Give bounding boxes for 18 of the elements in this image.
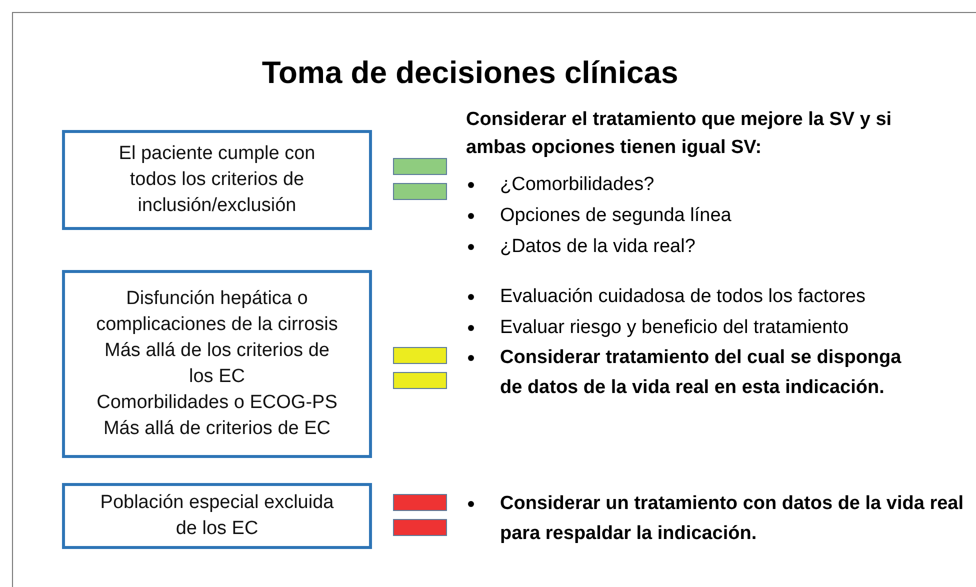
recommendation-text: Opciones de segunda línea xyxy=(500,204,732,228)
recommendation-text: ¿Datos de la vida real? xyxy=(500,235,696,259)
recommendation-text: Considerar un tratamiento con datos de la vida real para respaldar la indicación. xyxy=(500,492,965,546)
box-text: Población especial excluida de los EC xyxy=(99,491,335,541)
title: Toma de decisiones clínicas xyxy=(260,54,680,92)
box-text: Disfunción hepática o complicaciones de la cirrosis xyxy=(95,287,339,337)
condition-box xyxy=(62,483,372,549)
recommendation-text: Considerar tratamiento del cual se disponga de datos de la vida real en esta indicación. xyxy=(500,346,902,400)
box-text: Más allá de criterios de EC xyxy=(103,417,331,441)
box-text: Más allá de los criterios de los EC xyxy=(104,339,330,389)
recommendation-text: ¿Comorbilidades? xyxy=(500,173,654,197)
recommendation-text: Evaluación cuidadosa de todos los factores xyxy=(500,285,866,309)
box-text: Comorbilidades o ECOG-PS xyxy=(96,391,338,415)
recommendation-text: Evaluar riesgo y beneficio del tratamiento xyxy=(500,316,849,340)
box-text: El paciente cumple con todos los criterios de inclusión/exclusión xyxy=(118,142,316,218)
recommendation-heading: Considerar el tratamiento que mejore la SV y si ambas opciones tienen igual SV: xyxy=(466,108,893,160)
condition-box xyxy=(62,270,372,458)
condition-box xyxy=(62,130,372,230)
